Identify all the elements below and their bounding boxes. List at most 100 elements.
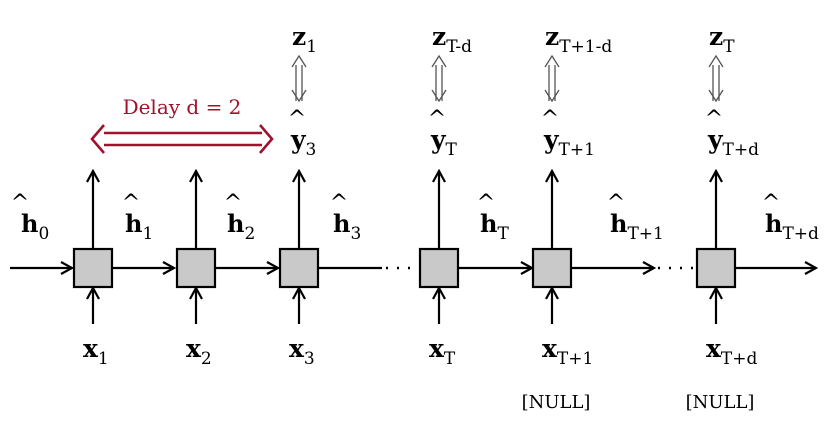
input-label-x-sub: T+d (721, 349, 758, 369)
target-label-z-base: z (709, 22, 723, 51)
prediction-label-y: ^yT+1 (541, 107, 595, 160)
rnn-cell-6: xT+d^hT+d^yT+dzT[NULL] (686, 22, 819, 413)
prediction-label-y-hat: ^ (288, 107, 306, 132)
hidden-label-h-sub: 2 (244, 224, 255, 244)
target-equivalence-arrow (431, 54, 447, 103)
hidden-label-h-hat: ^ (122, 191, 140, 216)
hidden-label-h-sub: T (497, 224, 509, 244)
prediction-label-y-sub: T+d (723, 140, 760, 160)
cell-box (695, 247, 737, 289)
target-label-z-base: z (545, 22, 559, 51)
target-label-z: zT-d (432, 22, 472, 57)
rnn-cell-2: x2 ^h2 (175, 171, 256, 369)
prediction-label-y-text: yT+1 (543, 125, 595, 160)
prediction-label-y-sub: 3 (306, 140, 317, 160)
hidden-label-h-hat: ^ (477, 191, 495, 216)
cell-box (418, 247, 460, 289)
prediction-label-y: ^y3 (288, 107, 317, 160)
input-label-x-sub: 3 (304, 349, 315, 369)
hidden-label-h: ^h3 (330, 191, 362, 244)
hidden-label-h-base: h (333, 209, 350, 238)
hidden-label-h-text: hT+d (765, 209, 819, 244)
input-label-x: x3 (289, 334, 315, 369)
hidden-label-h: ^h1 (122, 191, 154, 244)
target-label-z-base: z (432, 22, 446, 51)
hidden-label-h-hat: ^ (607, 191, 625, 216)
hidden-label-h-sub: 3 (350, 224, 361, 244)
target-label-z-sub: 1 (306, 37, 317, 57)
input-label-x: xT+d (706, 334, 757, 369)
hidden-label-h-hat: ^ (762, 191, 780, 216)
prediction-label-y: ^yT+d (705, 107, 759, 160)
prediction-label-y-hat: ^ (541, 107, 559, 132)
target-equivalence-arrow (291, 54, 307, 103)
null-note: [NULL] (522, 392, 591, 413)
target-equivalence-arrow (708, 54, 724, 103)
prediction-label-y-text: y3 (290, 125, 316, 160)
hidden-label-h-sub: T+d (782, 224, 819, 244)
hidden-label-h-hat: ^ (330, 191, 348, 216)
input-label-x-sub: 1 (98, 349, 109, 369)
hidden-label-h: ^h2 (224, 191, 256, 244)
hidden-label-h-text: h3 (333, 209, 361, 244)
cell-box (531, 247, 573, 289)
input-label-x-text: x3 (289, 334, 315, 369)
rnn-cells: x1^h1x2^h2x3^h3^y3z1xT^hT^yTzT-dxT+1^hT+… (72, 22, 819, 413)
cell-box (72, 247, 114, 289)
target-label-z-text: zT+1-d (545, 22, 612, 57)
delay-double-arrow (104, 131, 262, 147)
prediction-label-y-sub: T+1 (559, 140, 595, 160)
hidden-label-h-sub: 1 (142, 224, 153, 244)
hidden-label-h-text: hT (480, 209, 509, 244)
hidden-label-h: ^hT (477, 191, 510, 244)
input-label-x: x1 (83, 334, 109, 369)
prediction-label-y-base: y (430, 125, 447, 154)
input-label-x-base: x (83, 334, 99, 363)
prediction-label-y-base: y (707, 125, 724, 154)
hidden-label-h-sub: T+1 (627, 224, 663, 244)
target-label-z: zT (709, 22, 735, 57)
prediction-label-y-hat: ^ (428, 107, 446, 132)
input-label-x-sub: T (444, 349, 456, 369)
delay-indicator: Delay d = 2 (90, 95, 274, 154)
initial-hidden-base: h0 (21, 209, 49, 244)
hidden-label-h: ^hT+1 (607, 191, 664, 244)
input-label-x-text: xT+d (706, 334, 757, 369)
input-label-x: x2 (186, 334, 212, 369)
target-label-z-sub: T+1-d (559, 37, 612, 57)
input-label-x-sub: T+1 (557, 349, 593, 369)
input-label-x-sub: 2 (201, 349, 212, 369)
input-label-x-text: xT (429, 334, 456, 369)
prediction-label-y-sub: T (446, 140, 458, 160)
hidden-label-h-hat: ^ (224, 191, 242, 216)
input-label-x-text: xT+1 (542, 334, 593, 369)
prediction-label-y-base: y (290, 125, 307, 154)
prediction-label-y: ^yT (428, 107, 458, 160)
hidden-label-h-text: h2 (227, 209, 255, 244)
initial-hidden-label: ^ h0 (11, 191, 50, 244)
hidden-label-h-text: h1 (125, 209, 153, 244)
target-label-z-base: z (292, 22, 306, 51)
rnn-cell-1: x1^h1 (72, 171, 154, 369)
hidden-label-h-base: h (125, 209, 142, 238)
prediction-label-y-base: y (543, 125, 560, 154)
input-label-x-base: x (706, 334, 722, 363)
hidden-label-h-base: h (480, 209, 497, 238)
target-label-z-text: zT-d (432, 22, 472, 57)
prediction-label-y-hat: ^ (705, 107, 723, 132)
target-label-z: z1 (292, 22, 317, 57)
input-label-x-base: x (542, 334, 558, 363)
cell-box (278, 247, 320, 289)
input-label-x: xT+1 (542, 334, 593, 369)
target-label-z-sub: T-d (446, 37, 472, 57)
hidden-label-h-base: h (610, 209, 627, 238)
initial-hidden-hat: ^ (11, 191, 29, 216)
rnn-cell-5: xT+1^hT+1^yT+1zT+1-d[NULL] (522, 22, 664, 413)
input-label-x-base: x (289, 334, 305, 363)
target-label-z: zT+1-d (545, 22, 612, 57)
input-label-x: xT (429, 334, 456, 369)
null-note: [NULL] (686, 392, 755, 413)
target-label-z-sub: T (723, 37, 735, 57)
